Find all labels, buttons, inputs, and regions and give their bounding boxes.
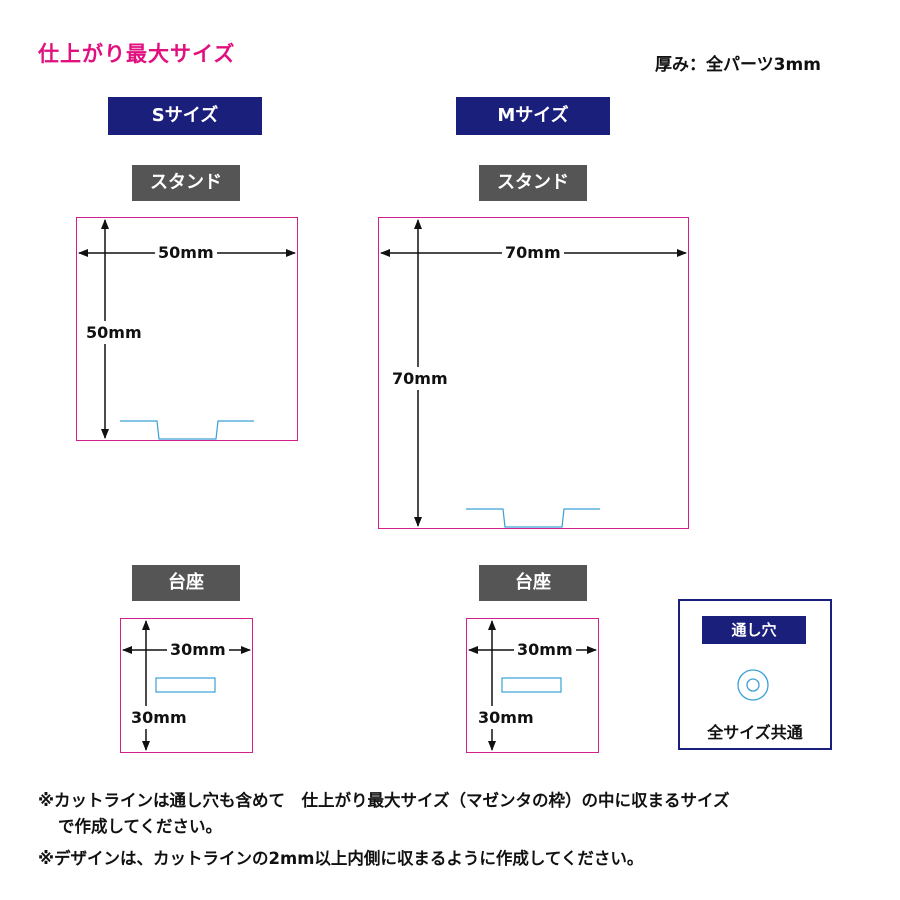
hole-caption: 全サイズ共通 bbox=[707, 723, 803, 742]
s-size-label: Sサイズ bbox=[108, 97, 262, 135]
m-stand-height-label: 70mm bbox=[389, 367, 451, 390]
s-stand-slot-line bbox=[120, 420, 254, 440]
m-base-label: 台座 bbox=[479, 565, 587, 601]
s-stand-label: スタンド bbox=[132, 165, 240, 201]
m-base-height-label: 30mm bbox=[475, 706, 537, 729]
hole-label: 通し穴 bbox=[702, 616, 806, 644]
s-stand-frame bbox=[76, 217, 298, 441]
m-size-label: Mサイズ bbox=[456, 97, 610, 135]
s-base-frame bbox=[120, 618, 253, 753]
s-stand-height-label: 50mm bbox=[83, 321, 145, 344]
note-line-2: で作成してください。 bbox=[58, 817, 223, 836]
hole-icon bbox=[737, 669, 769, 701]
m-stand-width-label: 70mm bbox=[502, 243, 564, 262]
hole-info-box: 通し穴 全サイズ共通 bbox=[678, 599, 832, 750]
m-stand-slot-line bbox=[466, 508, 600, 528]
note-line-3: ※デザインは、カットラインの2mm以上内側に収まるように作成してください。 bbox=[38, 849, 644, 868]
m-base-frame bbox=[466, 618, 599, 753]
m-base-slot bbox=[501, 677, 562, 693]
note-line-1: ※カットラインは通し穴も含めて 仕上がり最大サイズ（マゼンタの枠）の中に収まるサ… bbox=[38, 791, 730, 810]
s-base-label: 台座 bbox=[132, 565, 240, 601]
m-stand-frame bbox=[378, 217, 689, 529]
thickness-note: 厚み：全パーツ3mm bbox=[655, 55, 821, 75]
s-stand-width-label: 50mm bbox=[155, 243, 217, 262]
page-title: 仕上がり最大サイズ bbox=[38, 42, 236, 66]
s-base-width-label: 30mm bbox=[167, 640, 229, 659]
m-stand-label: スタンド bbox=[479, 165, 587, 201]
s-base-height-label: 30mm bbox=[128, 706, 190, 729]
s-base-slot bbox=[155, 677, 216, 693]
m-base-width-label: 30mm bbox=[514, 640, 576, 659]
